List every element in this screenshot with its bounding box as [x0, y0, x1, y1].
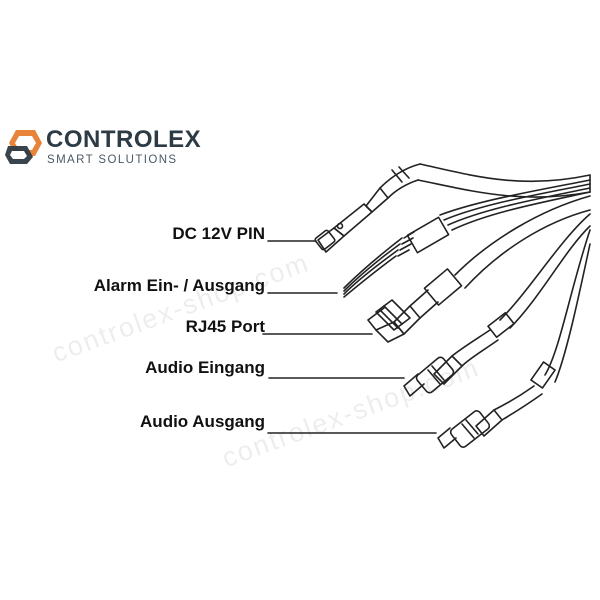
- rj45-cable: [367, 195, 591, 343]
- alarm-wire-bundle: [343, 179, 591, 298]
- label-rj45-port: RJ45 Port: [185, 317, 265, 336]
- audio-in-cable: [403, 213, 591, 397]
- dc-power-cable: [314, 163, 421, 253]
- brand-tagline: SMART SOLUTIONS: [47, 154, 178, 166]
- label-audio-out: Audio Ausgang: [140, 412, 265, 431]
- brand-logo: CONTROLEX SMART SOLUTIONS: [5, 126, 205, 172]
- audio-out-cable: [437, 229, 591, 449]
- label-dc-12v-pin: DC 12V PIN: [172, 224, 265, 243]
- main-cable: [417, 163, 591, 198]
- label-alarm-io: Alarm Ein- / Ausgang: [93, 276, 265, 295]
- label-audio-in: Audio Eingang: [145, 358, 265, 377]
- brand-name: CONTROLEX: [46, 126, 202, 153]
- controlex-logo-icon: [5, 130, 42, 164]
